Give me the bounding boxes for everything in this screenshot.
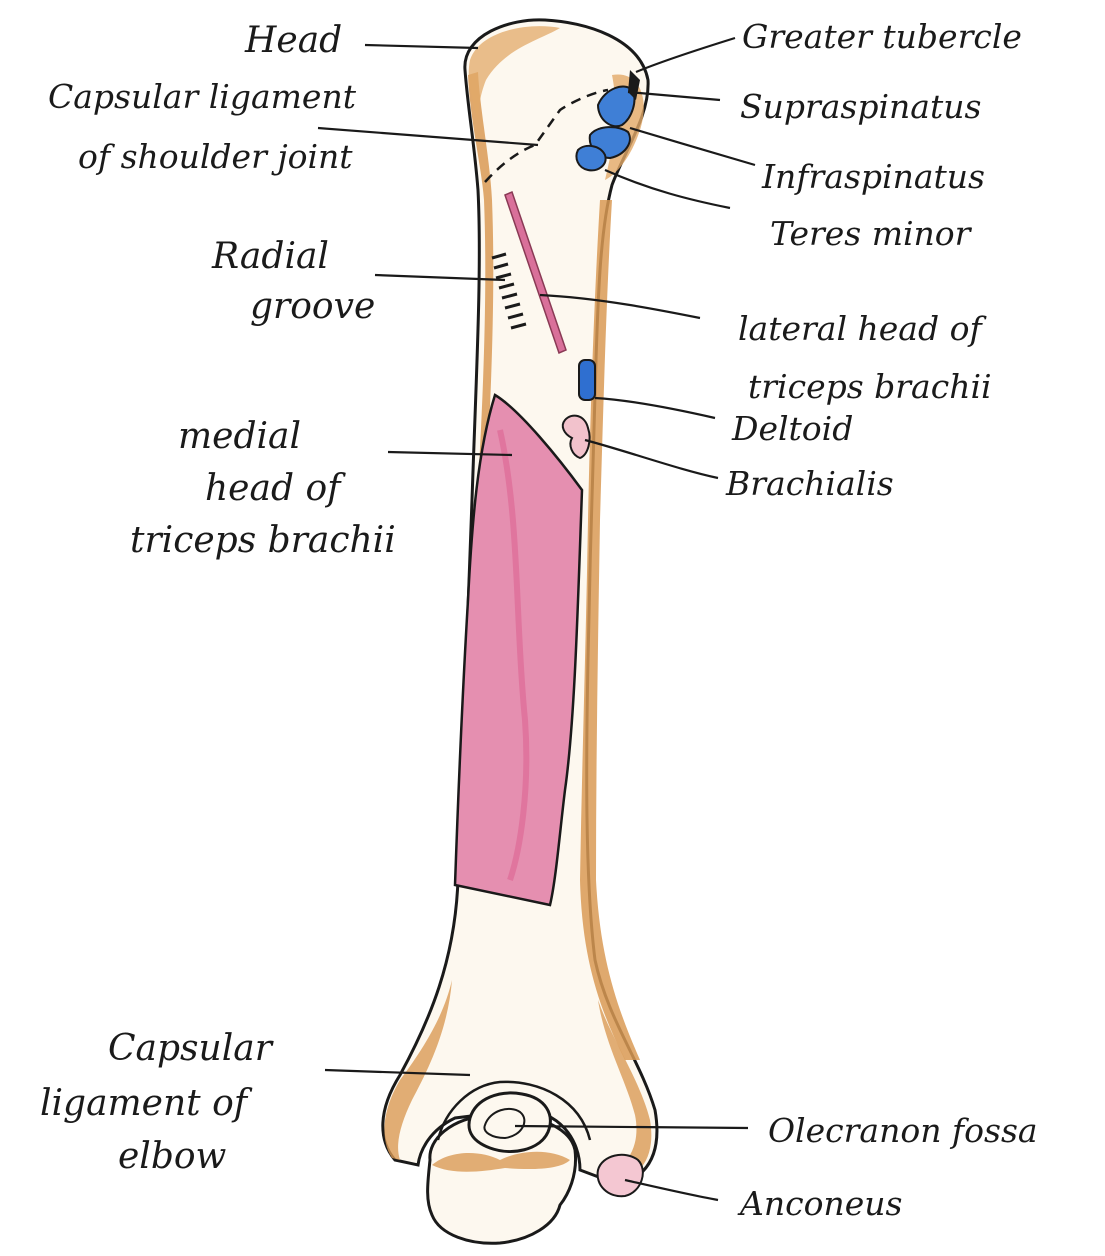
label-radial-groove-line1: Radial — [211, 236, 329, 277]
label-head: Head — [244, 20, 342, 61]
label-anconeus: Anconeus — [737, 1184, 902, 1223]
deltoid-attachment — [579, 360, 595, 400]
leader-head — [365, 45, 478, 48]
label-medial-head-line1: medial — [178, 416, 301, 457]
teres-minor-attachment — [576, 146, 605, 170]
label-teres-minor: Teres minor — [770, 214, 973, 253]
label-greater-tubercle: Greater tubercle — [742, 17, 1022, 56]
label-capsular-shoulder-line1: Capsular ligament — [48, 77, 357, 116]
leader-deltoid — [595, 398, 715, 418]
label-supraspinatus: Supraspinatus — [740, 87, 981, 126]
anconeus-attachment — [598, 1155, 643, 1196]
leader-greater-tubercle — [636, 38, 735, 72]
label-brachialis: Brachialis — [725, 464, 894, 503]
label-olecranon-fossa: Olecranon fossa — [768, 1111, 1038, 1150]
label-lateral-head-line1: lateral head of — [738, 309, 987, 348]
label-infraspinatus: Infraspinatus — [761, 157, 985, 196]
label-radial-groove-line2: groove — [250, 286, 375, 327]
label-capsular-elbow-line1: Capsular — [108, 1028, 274, 1069]
leader-infraspinatus — [630, 128, 755, 165]
label-capsular-shoulder-line2: of shoulder joint — [78, 137, 353, 176]
label-capsular-elbow-line3: elbow — [118, 1136, 227, 1177]
leader-anconeus — [625, 1180, 718, 1200]
leader-teres-minor — [605, 170, 730, 208]
label-capsular-elbow-line2: ligament of — [40, 1083, 253, 1124]
label-medial-head-line3: triceps brachii — [130, 520, 396, 561]
label-medial-head-line2: head of — [205, 468, 346, 509]
label-deltoid: Deltoid — [731, 409, 853, 448]
label-lateral-head-line2: triceps brachii — [748, 367, 992, 406]
leader-brachialis — [585, 440, 718, 478]
olecranon-fossa — [469, 1093, 550, 1151]
